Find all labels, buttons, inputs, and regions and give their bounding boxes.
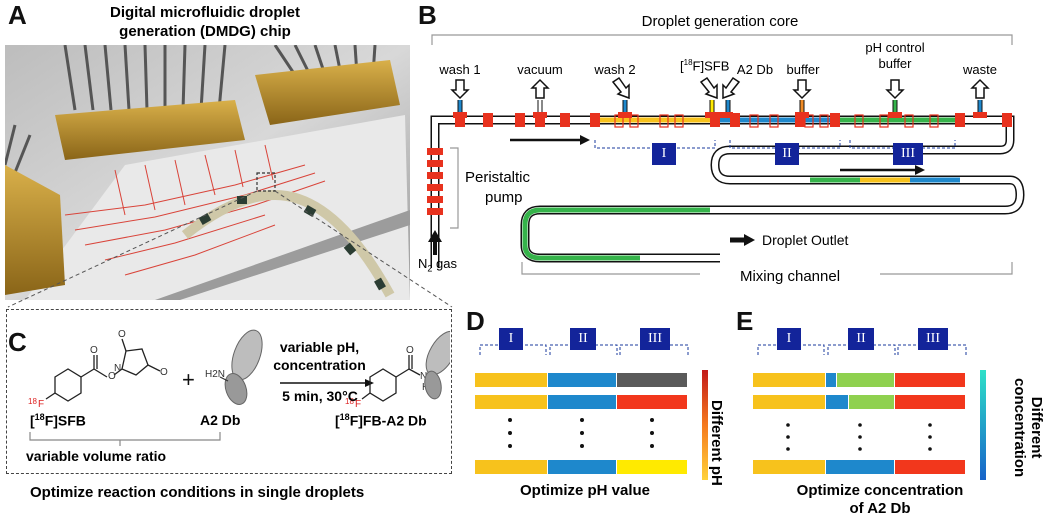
arrow-waste [970,78,990,99]
svg-text:O: O [108,371,116,382]
chip-schematic [427,34,1025,275]
zone-box-e-2: II [848,328,874,350]
concentration-side-label: Different concentration [1011,378,1045,478]
zone-box-d-1: I [499,328,523,350]
product-label: [18F]FB-A2 Db [335,412,427,429]
zone-box-e-3: III [918,328,948,350]
time-temp-label: 5 min, 30°C [282,388,358,404]
svg-text:18: 18 [345,397,354,406]
volume-label: variable volume ratio [26,448,167,464]
svg-text:F: F [38,399,44,410]
panel-b-letter: B [418,0,437,30]
arrow-a2db [722,76,741,100]
panel-d-caption: Optimize pH value [519,482,651,499]
arrow-wash2 [611,76,630,100]
zoom-lines [7,190,453,308]
zone-box-d-2: II [570,328,596,350]
sfb-reactant-label: [18F]SFB [30,412,86,429]
droplet-green-outlet [522,207,710,261]
panel-c-letter: C [8,327,27,357]
concentration-gradient-bar [980,370,986,480]
arrow-buffer [792,79,812,100]
label-a2db: A2 Db [736,62,774,77]
label-sfb: [18F]SFB [680,58,730,74]
arrow-vacuum [530,78,550,99]
svg-text:O: O [406,345,414,356]
panel-e-graphic [753,344,986,480]
panel-d-graphic [475,344,708,480]
label-wash1: wash 1 [439,62,481,77]
label-waste: waste [963,62,997,77]
panel-a-title: Digital microfluidic droplet generation … [40,3,370,41]
label-wash2: wash 2 [594,62,636,77]
svg-text:N: N [114,363,121,374]
svg-text:F: F [355,399,361,410]
ph-side-label: Different pH [708,400,725,486]
svg-text:N: N [420,371,427,382]
panel-a-title-line1: Digital microfluidic droplet [109,4,300,21]
panel-e-letter: E [736,306,754,336]
svg-text:H2N: H2N [205,369,225,380]
zone-box-b-1: I [652,143,676,165]
gas-label: N2 gas [418,256,457,274]
mixing-label: Mixing channel [700,268,880,285]
svg-text:O: O [160,367,168,378]
label-vacuum: vacuum [517,62,563,77]
panel-a-letter: A [8,0,27,30]
svg-text:O: O [90,345,98,356]
arrow-ph-buffer [885,79,905,100]
panel-e-caption: Optimize concentration of A2 Db [796,482,964,517]
arrow-sfb [699,76,718,100]
plus-sign: + [182,367,195,392]
pump-label: Peristaltic pump [465,169,531,206]
core-label: Droplet generation core [641,13,799,30]
panel-a-title-line2: generation (DMDG) chip [119,23,291,40]
zone-box-e-1: I [777,328,801,350]
label-buffer: buffer [786,62,820,77]
panel-d-letter: D [466,306,485,336]
panel-c-caption: Optimize reaction conditions in single d… [30,484,365,501]
volume-bracket [29,432,221,446]
zone-box-b-3: III [893,143,923,165]
outlet-label: Droplet Outlet [762,232,849,248]
ph-gradient-bar [702,370,708,480]
arrow-wash1 [450,79,470,100]
a2db-reactant-label: A2 Db [200,412,241,428]
svg-text:O: O [118,329,126,340]
svg-text:18: 18 [28,397,37,406]
reaction-scheme: O N O O O 18 F + H2N O N H 18 F [28,329,450,410]
reaction-box [6,309,452,474]
conditions-label: variable pH, concentration [273,339,366,373]
zone-box-b-2: II [775,143,799,165]
zone-box-d-3: III [640,328,670,350]
